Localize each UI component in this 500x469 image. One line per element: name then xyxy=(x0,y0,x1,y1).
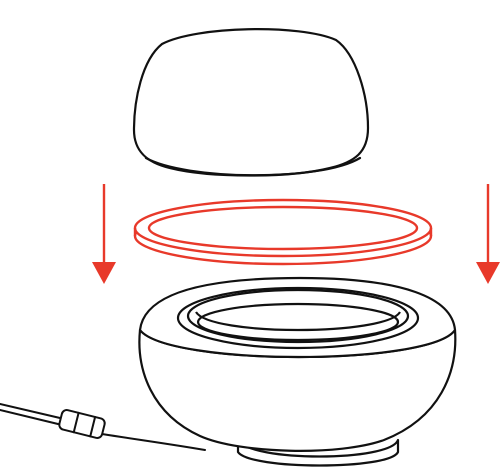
cable-connector xyxy=(58,409,106,439)
cable-wire-left-a xyxy=(0,404,60,418)
down-arrow-right xyxy=(476,184,500,284)
lid xyxy=(134,29,368,175)
seal-ring-top xyxy=(135,200,431,256)
base-inner-plate xyxy=(198,304,398,340)
down-arrow-right-head xyxy=(476,262,500,284)
down-arrow-left-head xyxy=(92,262,116,284)
cable-wire-right xyxy=(102,434,205,450)
seal-ring xyxy=(135,200,431,264)
lid-body xyxy=(134,29,368,175)
cable-wire-left-b xyxy=(0,410,58,424)
down-arrow-left xyxy=(92,184,116,284)
base xyxy=(139,278,455,466)
cable-connector-body xyxy=(58,409,106,439)
